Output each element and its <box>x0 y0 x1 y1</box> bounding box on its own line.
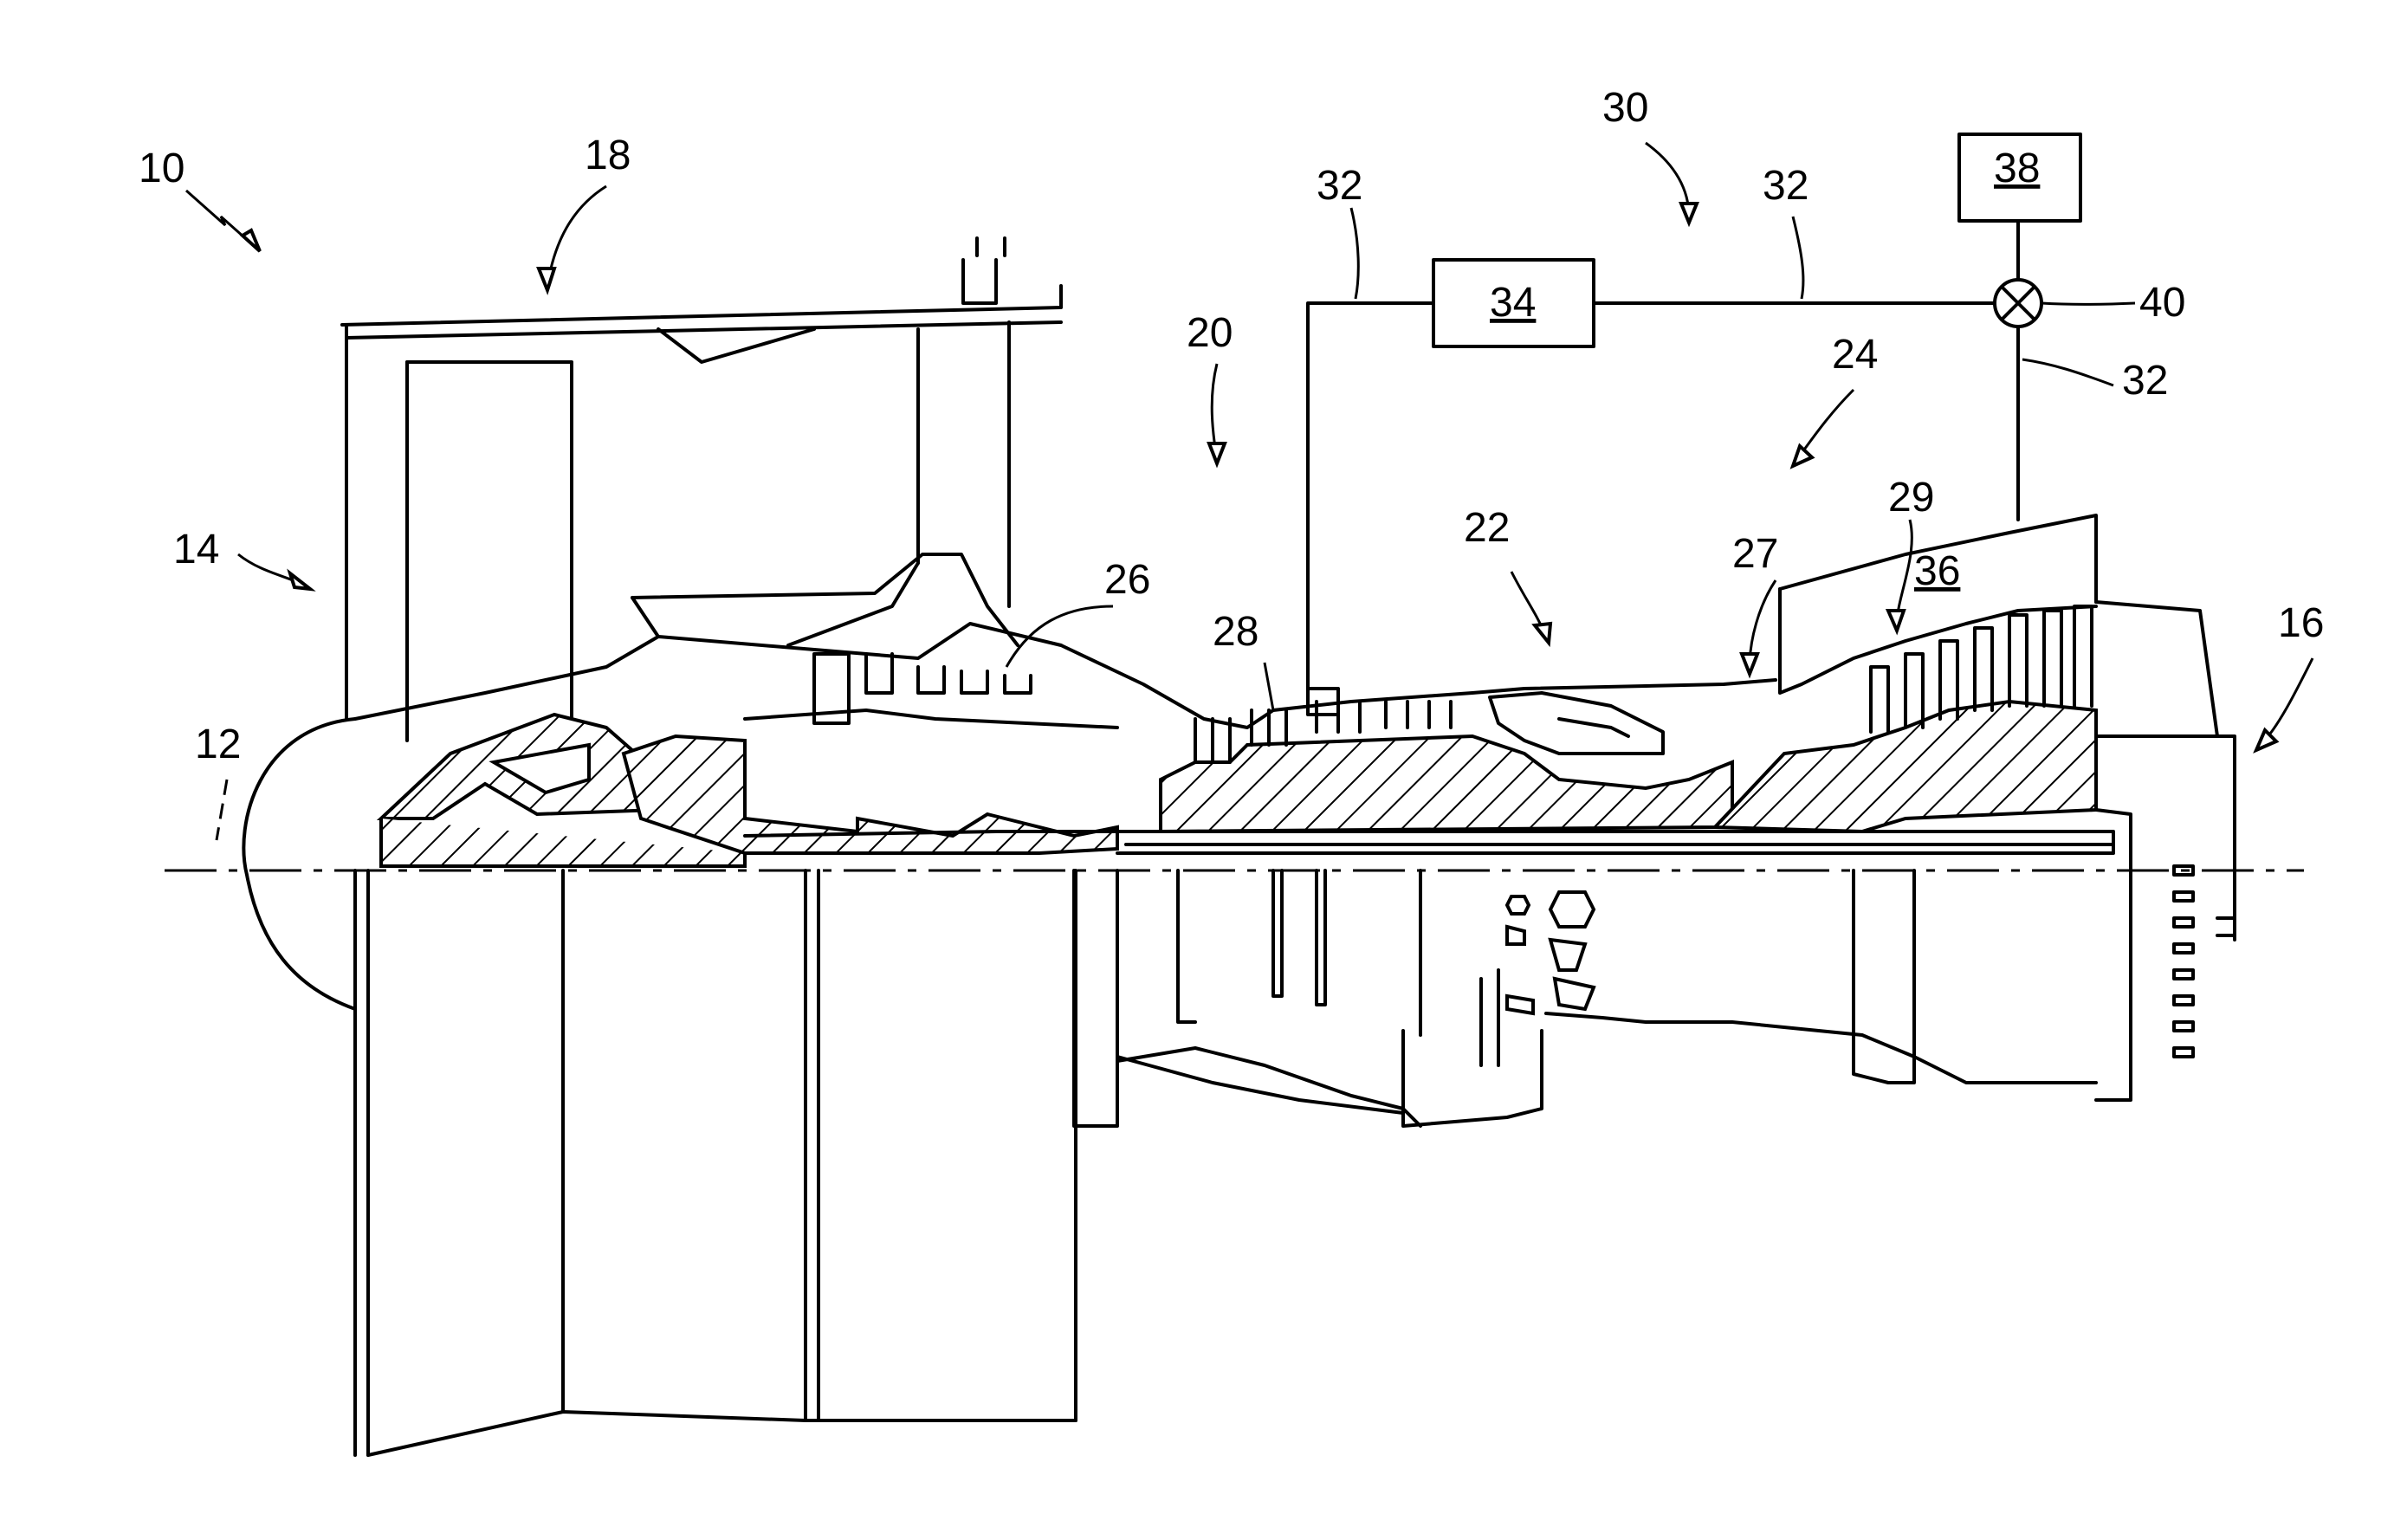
label-22: 22 <box>1464 505 1510 551</box>
label-24: 24 <box>1832 332 1878 378</box>
turbine-section <box>1715 515 2235 1100</box>
label-12: 12 <box>195 721 241 767</box>
label-27: 27 <box>1732 531 1778 577</box>
label-34: 34 <box>1490 280 1536 326</box>
valve-40-icon <box>1995 280 2041 327</box>
exhaust-louvers <box>2174 866 2193 1057</box>
label-29: 29 <box>1888 475 1934 521</box>
label-18: 18 <box>585 133 631 178</box>
label-14: 14 <box>173 527 219 573</box>
label-32-right: 32 <box>2122 358 2168 404</box>
control-system <box>1308 134 2080 689</box>
label-26: 26 <box>1104 557 1150 603</box>
label-28: 28 <box>1213 609 1258 655</box>
label-40: 40 <box>2139 280 2185 326</box>
label-32-left: 32 <box>1317 163 1362 209</box>
label-38: 38 <box>1994 146 2040 191</box>
low-pressure-compressor <box>355 554 1117 866</box>
conduit-line-left <box>1308 303 1433 689</box>
label-30: 30 <box>1602 85 1648 131</box>
label-10: 10 <box>139 146 184 191</box>
reference-numerals: 10 12 14 16 18 20 22 24 26 27 28 29 30 3… <box>139 85 2324 767</box>
label-16: 16 <box>2278 600 2324 646</box>
label-20: 20 <box>1187 310 1233 356</box>
label-36: 36 <box>1914 548 1960 594</box>
label-32-middle: 32 <box>1763 163 1808 209</box>
